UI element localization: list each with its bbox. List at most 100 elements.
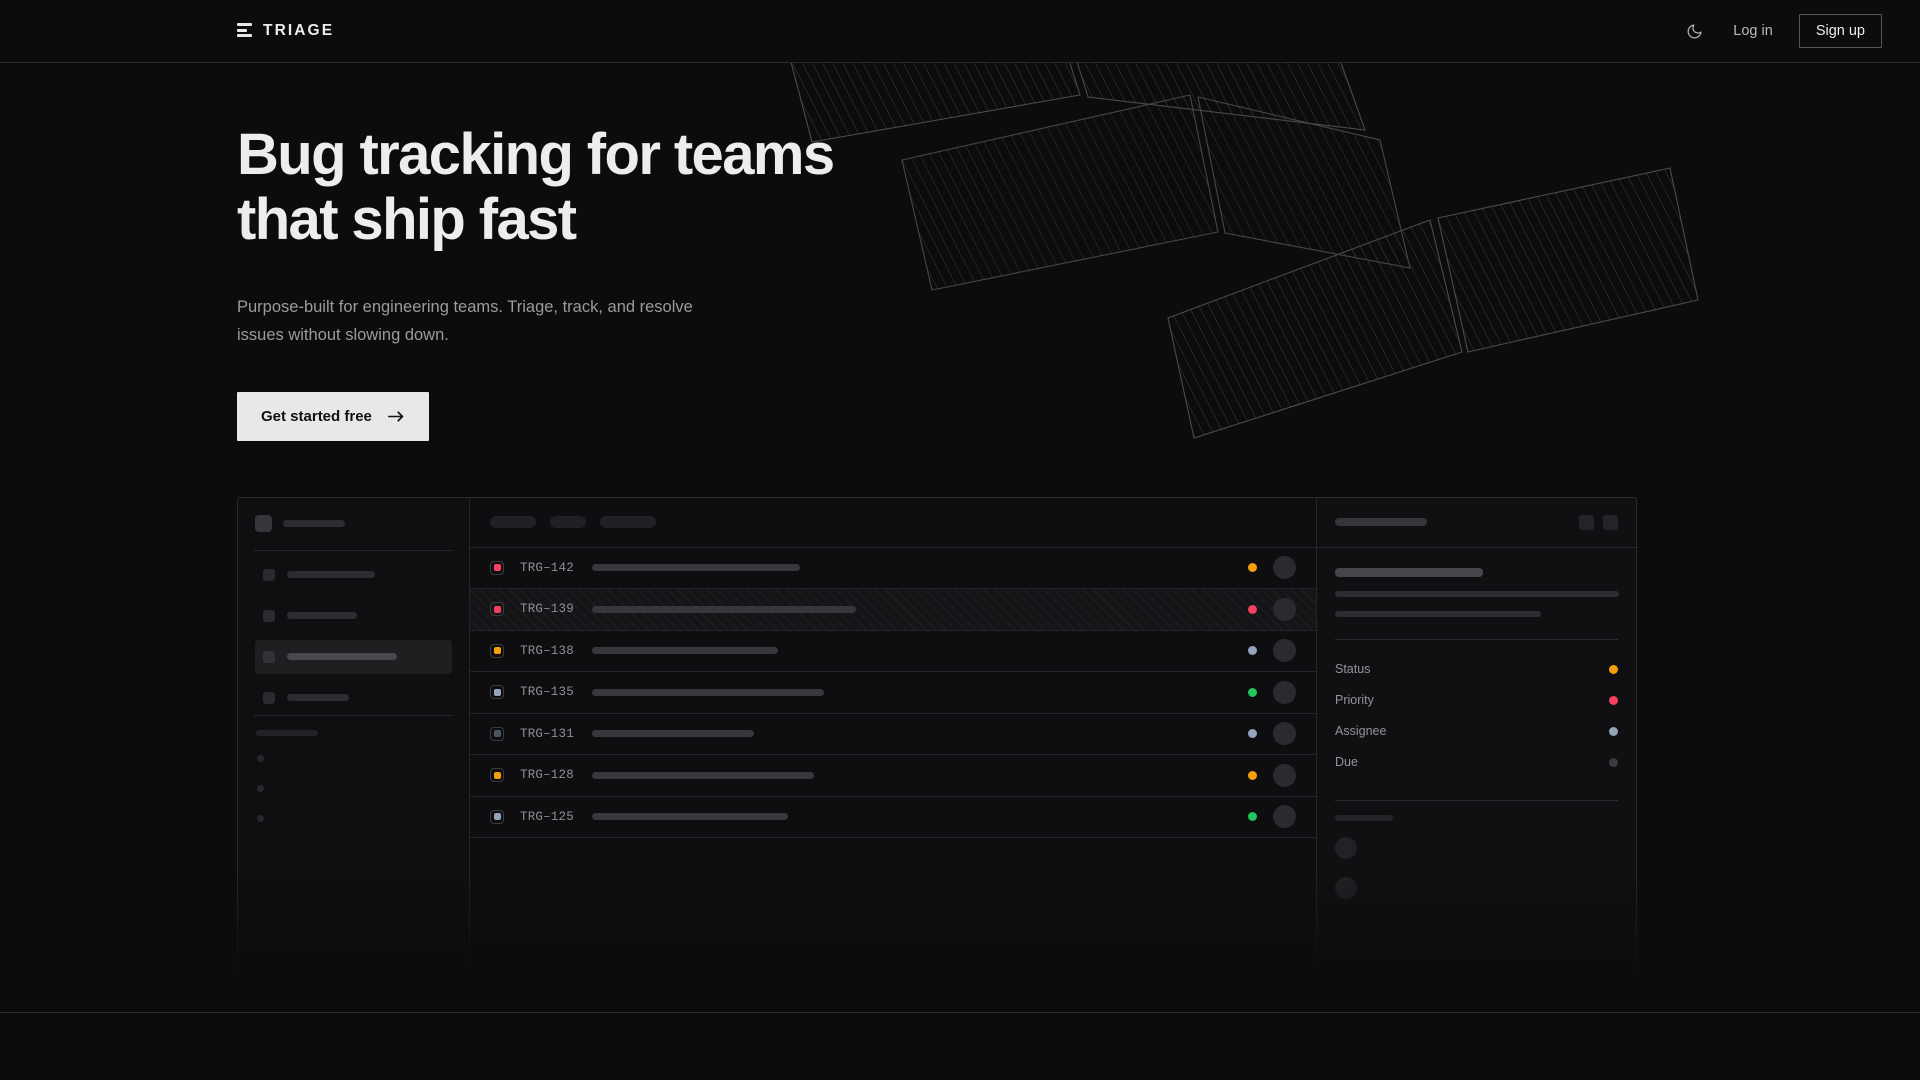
priority-badge[interactable]	[490, 560, 504, 575]
status-badge[interactable]	[1248, 729, 1257, 739]
sidebar-item-nav-item-2[interactable]	[255, 599, 452, 633]
status-badge[interactable]	[1248, 604, 1257, 614]
sidebar-mini-item-1[interactable]	[255, 744, 452, 774]
meta-row-priority[interactable]: Priority	[1335, 685, 1618, 716]
site-header: TRIAGE Log in Sign up	[0, 0, 1920, 63]
priority-badge[interactable]	[490, 809, 504, 824]
detail-header-skeleton	[1335, 518, 1427, 527]
meta-row-status[interactable]: Status	[1335, 654, 1618, 685]
detail-description-line-1	[1335, 590, 1619, 597]
table-row[interactable]: TRG–128	[470, 755, 1316, 797]
meta-value-dot[interactable]	[1609, 757, 1618, 767]
status-badge[interactable]	[1248, 770, 1257, 780]
table-row[interactable]: TRG–135	[470, 672, 1316, 714]
filter-pill-1[interactable]	[490, 516, 536, 529]
priority-badge[interactable]	[490, 602, 504, 617]
moon-icon	[1687, 24, 1702, 38]
avatar[interactable]	[1273, 556, 1296, 580]
status-badge[interactable]	[1248, 646, 1257, 656]
status-badge[interactable]	[1248, 812, 1257, 822]
sidebar-item-icon	[263, 609, 275, 622]
sidebar-sub-dot	[257, 785, 264, 793]
table-row[interactable]: TRG–142	[470, 548, 1316, 590]
meta-label: Status	[1335, 662, 1371, 677]
avatar[interactable]	[1273, 763, 1296, 787]
issue-title-skeleton	[592, 771, 814, 779]
login-link[interactable]: Log in	[1733, 23, 1773, 39]
status-badge[interactable]	[1248, 563, 1257, 573]
avatar[interactable]	[1273, 805, 1296, 829]
avatar[interactable]	[1273, 639, 1296, 663]
table-row[interactable]: TRG–125	[470, 797, 1316, 839]
priority-badge[interactable]	[490, 768, 504, 783]
sidebar-mini-item-3[interactable]	[255, 804, 452, 834]
workspace-switcher[interactable]	[255, 498, 452, 550]
status-badge[interactable]	[1248, 687, 1257, 697]
issue-id: TRG–128	[520, 768, 574, 783]
workspace-name-skeleton	[283, 520, 345, 528]
table-row[interactable]: TRG–138	[470, 631, 1316, 673]
table-row[interactable]: TRG–139	[470, 589, 1316, 631]
sidebar-item-nav-item-4[interactable]	[255, 681, 452, 715]
detail-action-2[interactable]	[1603, 514, 1618, 530]
signup-button[interactable]: Sign up	[1798, 14, 1882, 48]
header-actions: Log in Sign up	[1681, 14, 1882, 48]
sidebar-divider-top	[254, 549, 453, 551]
meta-label: Assignee	[1335, 724, 1387, 739]
filter-pill-2[interactable]	[550, 516, 586, 529]
sidebar-item-nav-item-1[interactable]	[255, 558, 452, 592]
meta-value-dot[interactable]	[1609, 695, 1618, 705]
detail-action-1[interactable]	[1579, 514, 1594, 530]
sidebar-item-label-skeleton	[287, 694, 349, 702]
issue-title-skeleton	[592, 605, 856, 613]
sidebar-item-icon	[263, 650, 275, 663]
issue-id: TRG–135	[520, 685, 574, 700]
avatar[interactable]	[1273, 722, 1296, 746]
priority-badge[interactable]	[490, 726, 504, 741]
detail-description-skeleton	[1335, 590, 1619, 617]
issue-title-skeleton	[592, 688, 824, 696]
sidebar-item-nav-item-3[interactable]	[255, 639, 452, 674]
issue-id: TRG–138	[520, 643, 574, 658]
sidebar-item-icon	[263, 691, 275, 704]
comment-avatar-2[interactable]	[1335, 876, 1357, 899]
sidebar-item-icon	[263, 568, 275, 581]
detail-header-actions	[1579, 514, 1618, 530]
theme-toggle-button[interactable]	[1681, 18, 1707, 44]
issue-id: TRG–142	[520, 560, 574, 575]
issue-title-skeleton	[592, 813, 788, 821]
get-started-label: Get started free	[261, 407, 372, 425]
row-meta	[1248, 680, 1296, 704]
meta-value-dot[interactable]	[1609, 664, 1618, 674]
brand-logo[interactable]: TRIAGE	[237, 22, 334, 40]
avatar[interactable]	[1273, 680, 1296, 704]
issue-title-skeleton	[592, 564, 800, 572]
comment-avatar-1[interactable]	[1335, 836, 1357, 859]
stacked-bars-icon	[237, 23, 252, 39]
avatar[interactable]	[1273, 597, 1296, 621]
meta-row-due[interactable]: Due	[1335, 747, 1618, 778]
detail-comments	[1317, 814, 1636, 917]
page-title: Bug tracking for teams that ship fast	[237, 122, 897, 253]
row-meta	[1248, 763, 1296, 787]
hero-heading-line-1: Bug tracking for teams	[237, 122, 835, 187]
row-meta	[1248, 556, 1296, 580]
table-row[interactable]: TRG–131	[470, 714, 1316, 756]
issue-title-skeleton	[592, 730, 754, 738]
meta-row-assignee[interactable]: Assignee	[1335, 716, 1618, 747]
sidebar-divider-bottom	[254, 714, 453, 716]
priority-badge[interactable]	[490, 685, 504, 700]
filter-pill-3[interactable]	[600, 516, 656, 529]
detail-divider	[1335, 638, 1618, 640]
page-bottom-divider	[0, 1012, 1920, 1013]
priority-badge[interactable]	[490, 643, 504, 658]
workspace-avatar	[255, 515, 272, 533]
hero-heading-line-2: that ship fast	[237, 186, 577, 252]
meta-value-dot[interactable]	[1609, 726, 1618, 736]
sidebar-mini-item-2[interactable]	[255, 774, 452, 804]
get-started-button[interactable]: Get started free	[237, 391, 429, 441]
sidebar-item-label-skeleton	[287, 612, 357, 620]
